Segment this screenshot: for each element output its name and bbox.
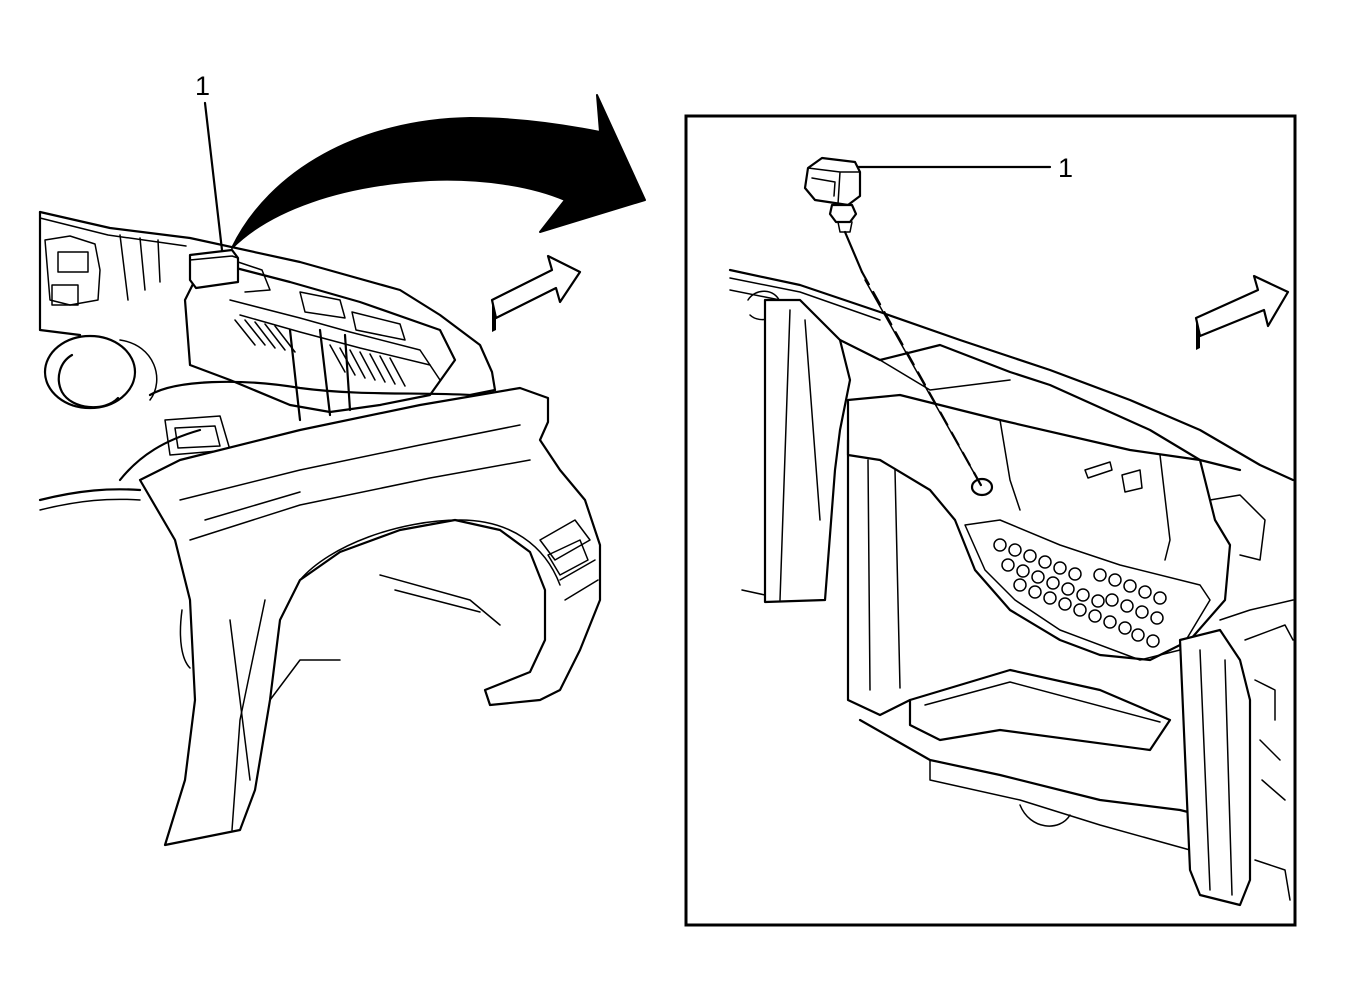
curved-arrow-icon <box>231 94 646 249</box>
forward-arrow-icon <box>1194 274 1290 350</box>
left-view-instrument-panel <box>38 210 602 847</box>
right-sensor-module <box>803 156 984 489</box>
forward-arrow-icon <box>490 254 582 332</box>
left-sensor-module <box>188 248 271 293</box>
left-leader-line <box>203 101 224 252</box>
left-callout: 1 <box>195 71 224 252</box>
detail-view-frame <box>684 114 1297 927</box>
perforated-grille <box>964 519 1211 661</box>
right-callout-label: 1 <box>1058 153 1073 183</box>
left-callout-label: 1 <box>195 71 210 101</box>
mounting-hole <box>970 477 994 497</box>
right-callout: 1 <box>856 153 1073 183</box>
right-view-sensor-mount <box>728 268 1295 907</box>
